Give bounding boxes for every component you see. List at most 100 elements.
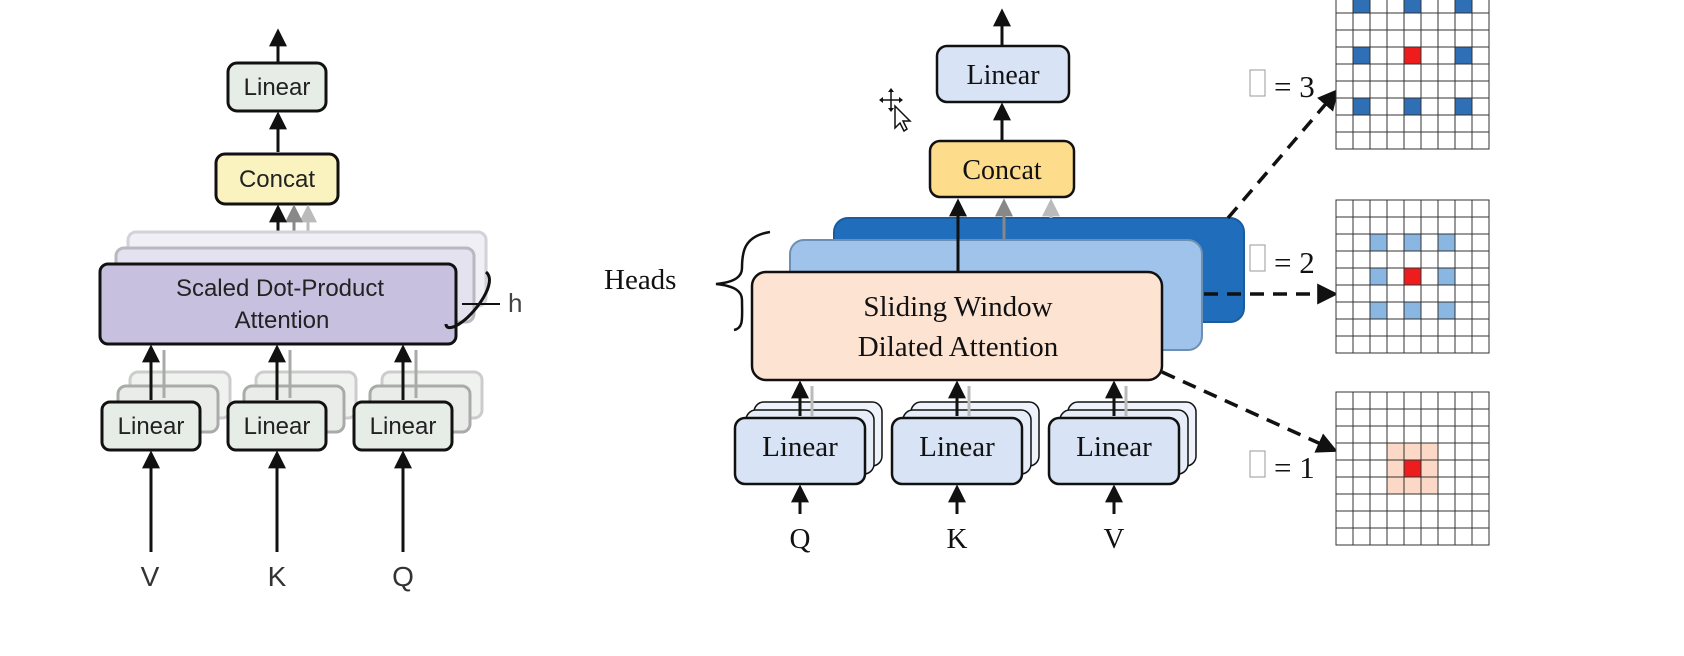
grid-cell <box>1471 12 1490 31</box>
grid-cell <box>1471 476 1490 495</box>
grid-cell <box>1471 510 1490 529</box>
grid-cell <box>1369 510 1388 529</box>
grid-cell <box>1386 335 1405 354</box>
grid-cell <box>1471 63 1490 82</box>
grid-cell <box>1386 510 1405 529</box>
grid-cell <box>1420 131 1439 150</box>
grid-cell <box>1352 267 1371 286</box>
grid-cell <box>1471 284 1490 303</box>
grid-cell <box>1369 233 1388 252</box>
grid-cell <box>1369 425 1388 444</box>
grid-cell <box>1386 493 1405 512</box>
grid-cell <box>1454 391 1473 410</box>
grid-cell <box>1454 97 1473 116</box>
grid-cell <box>1471 442 1490 461</box>
grid-cell <box>1369 408 1388 427</box>
grid-cell <box>1420 29 1439 48</box>
right-input-k: K <box>947 523 968 555</box>
grid-cell <box>1437 250 1456 269</box>
grid-cell <box>1454 459 1473 478</box>
grid-cell <box>1369 199 1388 218</box>
grid-cell <box>1420 425 1439 444</box>
grid-cell <box>1420 12 1439 31</box>
grid-cell <box>1471 199 1490 218</box>
grid-cell <box>1386 63 1405 82</box>
grid-cell <box>1352 63 1371 82</box>
grid-cell <box>1369 267 1388 286</box>
right-linear-top: Linear <box>935 44 1071 104</box>
grid-cell <box>1454 114 1473 133</box>
grid-cell <box>1471 301 1490 320</box>
grid-cell <box>1369 250 1388 269</box>
grid-cell <box>1352 233 1371 252</box>
grid-cell <box>1437 0 1456 14</box>
dilation-label-2-text: = 2 <box>1274 245 1315 280</box>
grid-cell <box>1420 46 1439 65</box>
grid-cell <box>1352 318 1371 337</box>
grid-cell <box>1437 284 1456 303</box>
grid-cell <box>1471 335 1490 354</box>
grid-cell <box>1420 97 1439 116</box>
right-attention-line1: Sliding Window <box>863 291 1052 323</box>
grid-cell <box>1437 63 1456 82</box>
grid-cell <box>1420 63 1439 82</box>
grid-cell <box>1403 459 1422 478</box>
grid-cell <box>1420 250 1439 269</box>
grid-cell <box>1437 391 1456 410</box>
grid-cell <box>1403 97 1422 116</box>
right-attention-box: Sliding Window Dilated Attention <box>750 270 1164 382</box>
grid-cell <box>1420 335 1439 354</box>
grid-cell <box>1403 80 1422 99</box>
grid-cell <box>1386 29 1405 48</box>
grid-cell <box>1471 114 1490 133</box>
grid-cell <box>1403 199 1422 218</box>
grid-cell <box>1352 476 1371 495</box>
grid-cell <box>1471 425 1490 444</box>
grid-cell <box>1386 425 1405 444</box>
grid-cell <box>1437 80 1456 99</box>
grid-cell <box>1352 493 1371 512</box>
grid-cell <box>1403 216 1422 235</box>
grid-cell <box>1437 131 1456 150</box>
grid-cell <box>1335 80 1354 99</box>
grid-cell <box>1386 408 1405 427</box>
grid-cell <box>1403 63 1422 82</box>
grid-cell <box>1335 527 1354 546</box>
grid-cell <box>1403 46 1422 65</box>
left-linear-v: Linear <box>100 400 202 452</box>
grid-cell <box>1352 335 1371 354</box>
grid-cell <box>1454 131 1473 150</box>
grid-cell <box>1403 510 1422 529</box>
grid-cell <box>1454 12 1473 31</box>
grid-cell <box>1335 199 1354 218</box>
dilation-label-1: = 1 <box>1249 450 1315 485</box>
grid-cell <box>1437 216 1456 235</box>
dilation-grid-rate-1 <box>1335 391 1490 546</box>
left-attention-line1: Scaled Dot-Product <box>176 275 384 302</box>
grid-cell <box>1403 425 1422 444</box>
grid-cell <box>1454 510 1473 529</box>
left-concat-label: Concat <box>239 166 315 193</box>
grid-cell <box>1437 114 1456 133</box>
grid-cell <box>1369 284 1388 303</box>
grid-cell <box>1454 216 1473 235</box>
grid-cell <box>1369 318 1388 337</box>
grid-cell <box>1420 216 1439 235</box>
grid-cell <box>1335 284 1354 303</box>
grid-cell <box>1352 284 1371 303</box>
grid-cell <box>1471 459 1490 478</box>
grid-cell <box>1403 301 1422 320</box>
grid-cell <box>1454 476 1473 495</box>
grid-cell <box>1420 80 1439 99</box>
grid-cell <box>1403 131 1422 150</box>
grid-cell <box>1471 267 1490 286</box>
right-attention-line2: Dilated Attention <box>858 331 1059 363</box>
grid-cell <box>1403 29 1422 48</box>
grid-cell <box>1437 199 1456 218</box>
grid-cell <box>1386 199 1405 218</box>
grid-cell <box>1369 391 1388 410</box>
grid-cell <box>1471 131 1490 150</box>
grid-cell <box>1437 527 1456 546</box>
grid-cell <box>1454 442 1473 461</box>
grid-cell <box>1369 335 1388 354</box>
